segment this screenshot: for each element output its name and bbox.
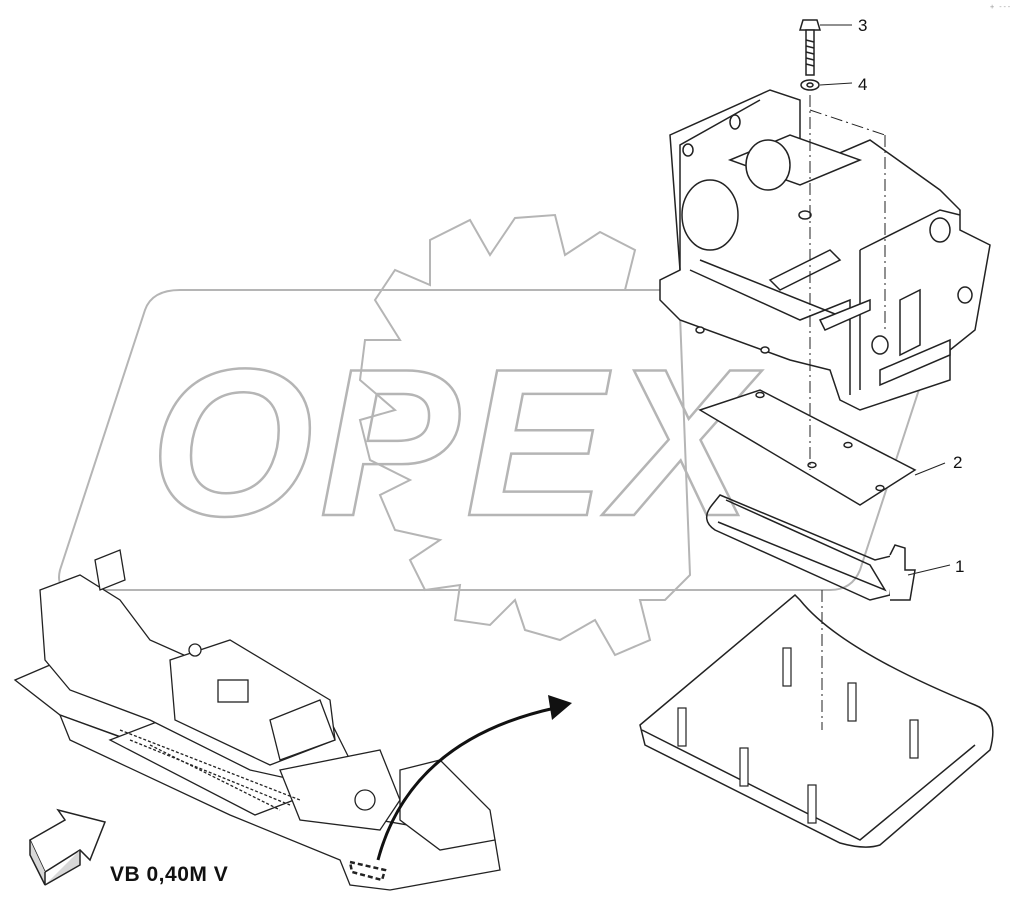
plate-part-2	[698, 389, 917, 506]
callout-1: 1	[955, 557, 964, 576]
watermark-opex-text: OPEX	[150, 325, 762, 560]
callout-leaders	[819, 24, 951, 576]
detail-location-marker	[348, 860, 387, 882]
callout-2: 2	[953, 453, 962, 472]
pointer-arrow	[376, 695, 572, 861]
watermark-gear	[358, 213, 692, 657]
studs	[677, 647, 919, 824]
machine-overview	[13, 549, 501, 891]
callout-4: 4	[858, 75, 867, 94]
variant-label: VB 0,40M V	[110, 863, 229, 886]
bolt-part-3	[798, 19, 822, 76]
assembly-centerline	[809, 95, 886, 730]
corner-mark: + ---	[990, 3, 1012, 11]
opex-watermark: OPEX	[58, 213, 947, 657]
frame-bracket	[659, 89, 991, 411]
washer-part-4	[800, 79, 820, 91]
rod-part-1	[706, 494, 916, 601]
view-direction-arrow-icon	[29, 808, 107, 886]
callout-3: 3	[858, 16, 867, 35]
